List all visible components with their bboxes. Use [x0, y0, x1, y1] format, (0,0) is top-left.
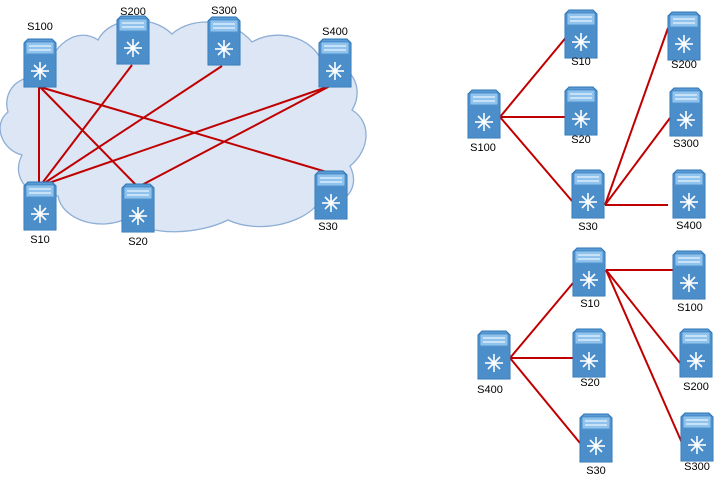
- switch-label: S30: [318, 221, 338, 233]
- switch-full-mesh-s30: S30: [314, 170, 348, 233]
- switch-icon: [669, 87, 703, 137]
- switch-full-mesh-s200: S200: [116, 6, 150, 65]
- switch-icon: [207, 16, 241, 66]
- switch-label: S30: [586, 465, 606, 477]
- switch-icon: [121, 183, 155, 233]
- switch-icon: [564, 9, 598, 59]
- switch-label: S400: [322, 26, 348, 38]
- switch-icon: [672, 169, 706, 219]
- switch-s30-hub-s400: S400: [672, 169, 706, 232]
- links-layer: [38, 27, 683, 444]
- link-s10-hub-s400-s10: [509, 282, 574, 359]
- link-s30-hub-s30-s300: [604, 117, 671, 206]
- switch-s30-hub-s20: S20: [564, 86, 598, 146]
- switch-s10-hub-s100: S100: [672, 250, 706, 314]
- switch-label: S300: [211, 5, 237, 17]
- switch-label: S20: [571, 134, 591, 146]
- switch-label: S200: [671, 59, 697, 71]
- switch-full-mesh-s10: S10: [23, 181, 57, 246]
- switch-s10-hub-s400: S400: [477, 330, 511, 396]
- switch-icon: [116, 15, 150, 65]
- switch-icon: [680, 412, 714, 462]
- switch-full-mesh-s300: S300: [207, 5, 241, 66]
- link-s10-hub-s10-s200: [605, 269, 681, 364]
- switch-full-mesh-s400: S400: [318, 26, 352, 88]
- switch-s30-hub-s300: S300: [669, 87, 703, 150]
- link-full-mesh-s400-s20: [137, 85, 331, 188]
- switch-icon: [314, 170, 348, 220]
- link-s10-hub-s10-s300: [605, 269, 683, 444]
- switch-icon: [467, 89, 501, 139]
- switch-label: S100: [470, 142, 496, 154]
- switch-label: S100: [27, 21, 53, 33]
- switch-icon: [672, 250, 706, 300]
- link-s10-hub-s400-s30: [509, 357, 581, 444]
- switch-s30-hub-s200: S200: [667, 11, 701, 71]
- switch-label: S300: [684, 461, 710, 473]
- switch-icon: [572, 328, 606, 378]
- switch-s10-hub-s30: S30: [579, 413, 613, 477]
- switch-label: S100: [677, 302, 703, 314]
- switch-label: S200: [683, 381, 709, 393]
- switch-s10-hub-s20: S20: [572, 328, 606, 389]
- switch-icon: [23, 38, 57, 88]
- switch-label: S400: [477, 384, 503, 396]
- switch-label: S30: [578, 221, 598, 233]
- link-full-mesh-s100-s30: [39, 86, 331, 174]
- switch-label: S20: [128, 236, 148, 248]
- link-s30-hub-s30-s200: [604, 27, 669, 206]
- switch-label: S200: [120, 6, 146, 18]
- switch-full-mesh-s100: S100: [23, 21, 57, 88]
- switch-icon: [318, 38, 352, 88]
- switch-label: S10: [580, 298, 600, 310]
- switch-icon: [572, 247, 606, 297]
- link-full-mesh-s200-s10: [39, 64, 133, 187]
- switch-s30-hub-s100: S100: [467, 89, 501, 154]
- switch-icon: [571, 169, 605, 219]
- switch-label: S300: [673, 138, 699, 150]
- link-s30-hub-s100-s10: [499, 34, 569, 118]
- switch-icon: [477, 330, 511, 380]
- switch-s30-hub-s30: S30: [571, 169, 605, 233]
- switch-s30-hub-s10: S10: [564, 9, 598, 68]
- switch-label: S400: [676, 220, 702, 232]
- switch-icon: [579, 413, 613, 463]
- switch-icon: [679, 328, 713, 378]
- link-s30-hub-s100-s30: [499, 116, 573, 202]
- switch-icon: [23, 181, 57, 231]
- switch-s10-hub-s10: S10: [572, 247, 606, 310]
- switch-s10-hub-s300: S300: [680, 412, 714, 473]
- switch-s10-hub-s200: S200: [679, 328, 713, 393]
- link-full-mesh-s400-s10: [39, 85, 331, 187]
- switch-full-mesh-s20: S20: [121, 183, 155, 248]
- link-full-mesh-s100-s20: [39, 86, 139, 188]
- switch-label: S10: [571, 56, 591, 68]
- switch-label: S10: [30, 234, 50, 246]
- switch-icon: [667, 11, 701, 61]
- switch-icon: [564, 86, 598, 136]
- link-full-mesh-s300-s10: [39, 65, 223, 187]
- switch-label: S20: [580, 377, 600, 389]
